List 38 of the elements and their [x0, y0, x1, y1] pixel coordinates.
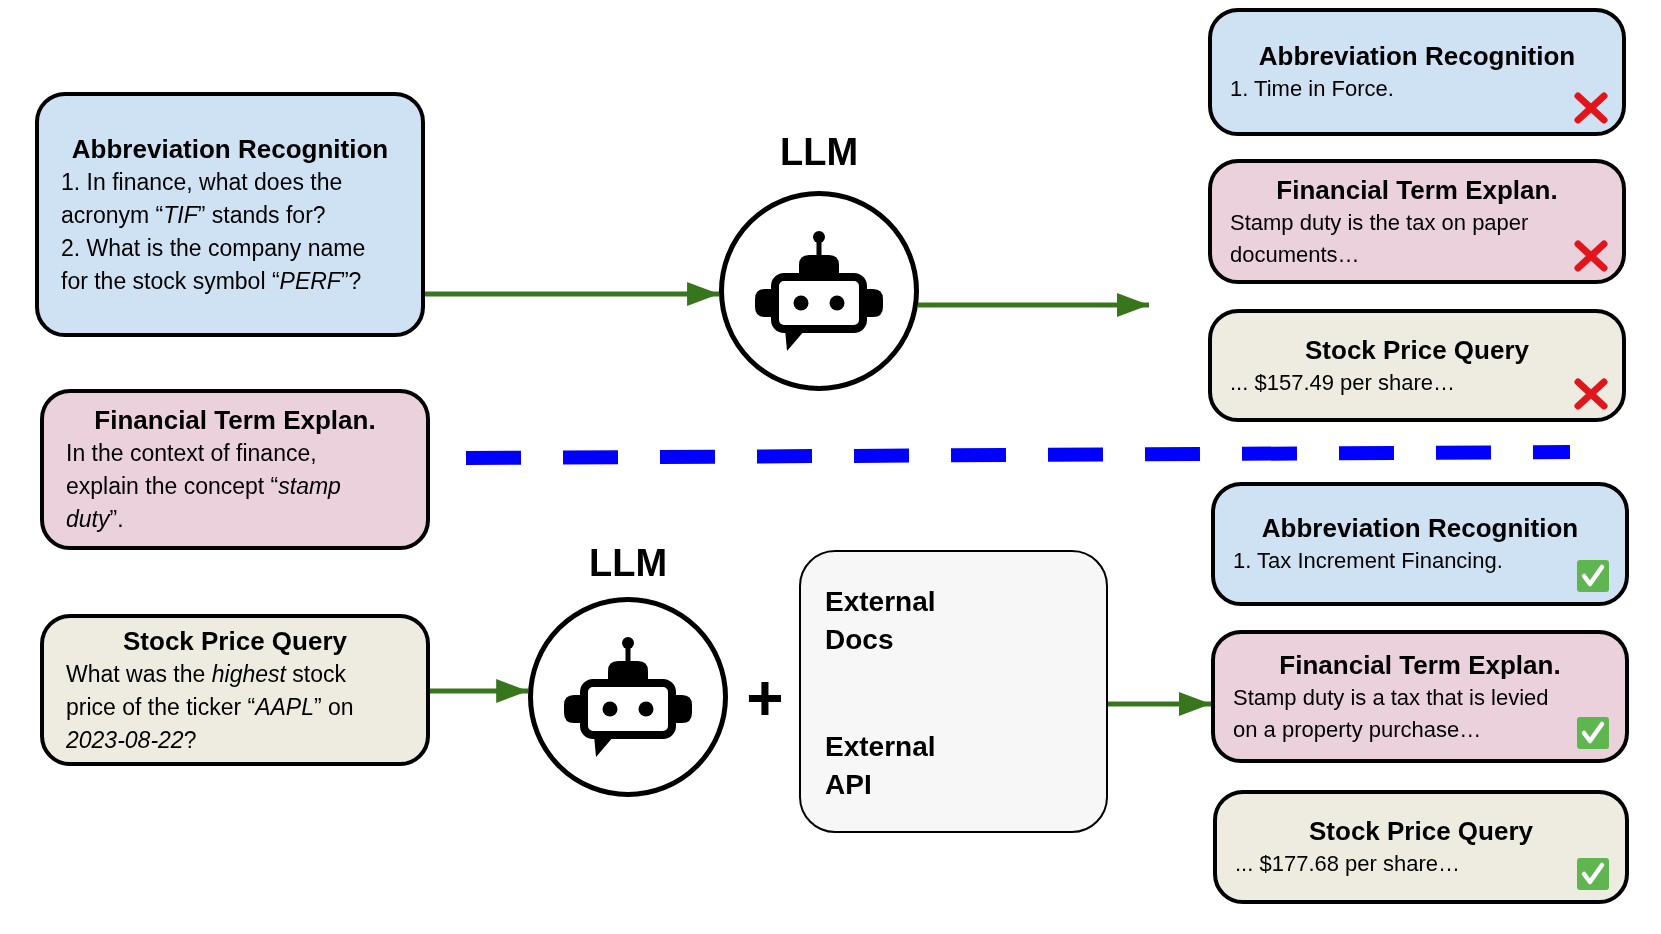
- answer-box: [1208, 8, 1626, 136]
- resource-panel: [799, 550, 1108, 833]
- answer-box: [1211, 630, 1629, 763]
- box-heading: Financial Term Explan.: [93, 404, 377, 437]
- query-box: [40, 614, 430, 766]
- answer-box: [1208, 309, 1626, 422]
- model-label: LLM: [779, 130, 859, 174]
- answer-box: [1213, 790, 1629, 904]
- box-text: ... $177.68 per share…: [1235, 850, 1462, 878]
- box-heading: Financial Term Explan.: [1278, 648, 1562, 682]
- box-heading: Abbreviation Recognition: [70, 132, 390, 166]
- arrow: [1108, 692, 1211, 716]
- plus-sign: +: [745, 666, 785, 730]
- box-heading: Abbreviation Recognition: [1257, 40, 1577, 73]
- box-text: Stamp duty is the tax on paper documents…: [1230, 208, 1530, 269]
- box-text: 1. Tax Increment Financing.: [1233, 547, 1504, 575]
- box-heading: Abbreviation Recognition: [1260, 512, 1580, 545]
- box-heading: Financial Term Explan.: [1275, 173, 1559, 207]
- box-text: 1. In finance, what does the acronym “TIF” stands for?: [61, 167, 344, 230]
- box-text: 1. Time in Force.: [1230, 75, 1395, 103]
- box-heading: Stock Price Query: [1308, 815, 1534, 848]
- box-text: Stamp duty is a tax that is levied on a property purchase…: [1233, 683, 1550, 744]
- box-heading: Stock Price Query: [1304, 333, 1530, 367]
- resource-label: External Docs: [825, 585, 937, 657]
- arrow: [425, 282, 720, 306]
- box-text: What was the highest stock price of the ticker “AAPL” on 2023-08-22?: [66, 659, 355, 755]
- resource-label: External API: [825, 730, 937, 802]
- query-box: [40, 389, 430, 550]
- box-text: ... $157.49 per share…: [1230, 368, 1457, 397]
- arrow: [918, 293, 1149, 317]
- answer-box: [1208, 159, 1626, 284]
- box-text: 2. What is the company name for the stock symbol “PERF”?: [61, 233, 367, 296]
- query-box: [35, 92, 425, 337]
- box-heading: Stock Price Query: [122, 624, 348, 658]
- arrow: [430, 679, 529, 703]
- answer-box: [1211, 482, 1629, 606]
- model-label: LLM: [588, 541, 668, 585]
- box-text: In the context of finance, explain the concept “stamp duty”.: [66, 439, 342, 534]
